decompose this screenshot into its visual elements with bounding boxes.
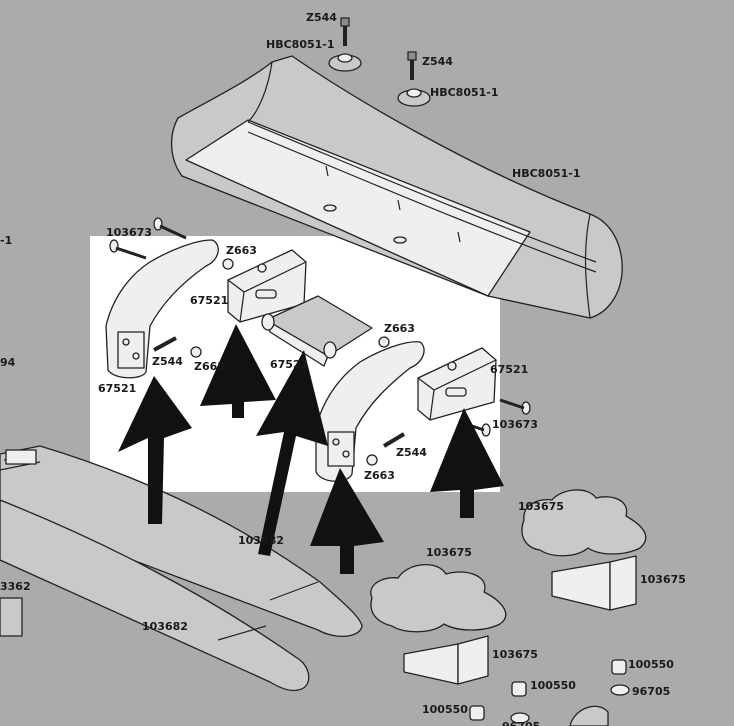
wing-stay-left — [105, 239, 219, 379]
rear-wing — [170, 55, 623, 319]
label-96705-a: 96705 — [632, 685, 670, 698]
mount-block-a — [227, 249, 307, 323]
label-103675-d: 103675 — [492, 648, 538, 661]
label-hbc-cap-left: HBC8051-1 — [266, 38, 335, 51]
bottom-clip — [569, 705, 609, 726]
label-103675-b: 103675 — [426, 546, 472, 559]
label-67521-a: 67521 — [190, 294, 228, 307]
label-103673-right: 103673 — [492, 418, 538, 431]
label-3362: 3362 — [0, 580, 31, 593]
screw-icon — [109, 239, 147, 260]
screw-icon — [340, 17, 350, 46]
arrow-up-icon — [256, 350, 328, 556]
pad-103675-lower-bracket — [403, 635, 489, 685]
label-103682-a: 103682 — [238, 534, 284, 547]
label-103682-b: 103682 — [142, 620, 188, 633]
arrow-up-icon — [118, 376, 192, 524]
mount-block-b — [417, 347, 497, 421]
screw-icon — [153, 217, 187, 240]
label-103673-left: 103673 — [106, 226, 152, 239]
label-z663-d: Z663 — [364, 469, 395, 482]
wing-cap-right — [397, 88, 431, 107]
label-z544-top: Z544 — [306, 11, 337, 24]
washer-icon — [510, 684, 630, 724]
label-hbc-cap-right: HBC8051-1 — [430, 86, 499, 99]
pad-103675-upper-bracket — [551, 555, 637, 611]
arrow-up-icon — [430, 408, 504, 518]
nut-icon — [190, 258, 390, 466]
label-left-edge-1: -1 — [0, 234, 12, 247]
label-z544-right: Z544 — [422, 55, 453, 68]
label-100550-a: 100550 — [628, 658, 674, 671]
left-block — [0, 597, 23, 637]
label-100550-c: 100550 — [422, 703, 468, 716]
label-z544-low: Z544 — [396, 446, 427, 459]
wing-center-bridge — [261, 295, 373, 367]
screw-icon — [469, 659, 627, 721]
label-100550-b: 100550 — [530, 679, 576, 692]
screw-icon — [382, 432, 406, 448]
pad-103675-upper — [521, 489, 647, 557]
label-103675-c: 103675 — [640, 573, 686, 586]
label-96705-b: 96705 — [502, 720, 540, 726]
strap-103682 — [0, 445, 363, 692]
arrow-up-icon — [310, 468, 384, 574]
label-z663-c: Z663 — [194, 360, 225, 373]
label-103675-a: 103675 — [518, 500, 564, 513]
screw-icon — [153, 336, 177, 352]
label-z544-mid: Z544 — [152, 355, 183, 368]
arrow-up-icon — [200, 324, 276, 418]
pad-103675-lower — [370, 563, 507, 633]
label-z663-b: Z663 — [384, 322, 415, 335]
label-67521-d: 67521 — [490, 363, 528, 376]
label-z663-a: Z663 — [226, 244, 257, 257]
wing-cap-left — [328, 53, 362, 72]
label-left-edge-94: 94 — [0, 356, 16, 369]
screw-icon — [499, 398, 531, 415]
label-67521-b: 67521 — [270, 358, 308, 371]
screw-icon — [407, 51, 417, 80]
label-hbc-wing: HBC8051-1 — [512, 167, 581, 180]
label-67521-c: 67521 — [98, 382, 136, 395]
